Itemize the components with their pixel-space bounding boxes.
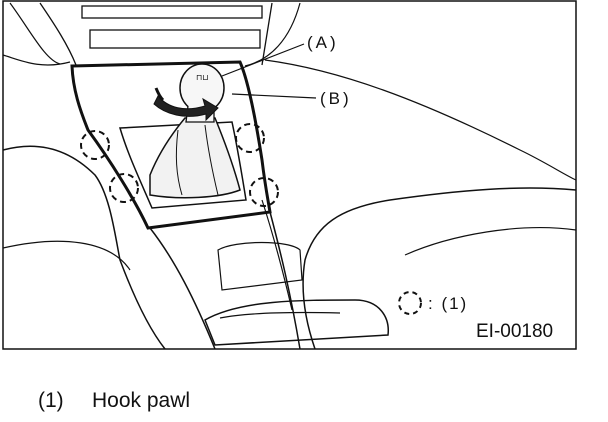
armrest-lid <box>219 311 341 319</box>
hook-pawl-circle-lower-right <box>249 177 279 207</box>
shift-boot <box>149 117 241 199</box>
console-tunnel-left <box>149 227 216 350</box>
shift-boot-fold-2 <box>204 124 219 196</box>
label-a: (A) <box>307 33 339 52</box>
legend-dashed-circle-icon <box>398 291 422 315</box>
leader-line-b <box>231 93 317 99</box>
dash-right-curve <box>264 59 577 181</box>
console-slot-2 <box>89 29 261 49</box>
hook-pawl-circle-upper-left <box>80 130 110 160</box>
caption-number: (1) <box>38 389 64 412</box>
dash-left-panel-2 <box>9 2 61 65</box>
armrest <box>204 299 389 346</box>
rotation-arrow-icon <box>153 95 219 122</box>
console-tunnel-right <box>269 211 301 350</box>
caption-text: Hook pawl <box>92 389 191 412</box>
hook-pawl-circle-lower-left <box>109 173 139 203</box>
console-tunnel-rail <box>261 199 293 311</box>
label-b: (B) <box>320 89 352 108</box>
seat-outline-left-lower <box>2 240 131 271</box>
shift-panel-outer <box>70 60 272 230</box>
console-upper-right-edge <box>261 2 273 66</box>
shift-boot-fold-1 <box>175 129 183 196</box>
hook-pawl-circle-upper-right <box>235 123 265 153</box>
figure-code: EI-00180 <box>476 321 553 342</box>
seat-outline-right-2 <box>404 227 577 256</box>
rotation-arrow-tail <box>154 87 165 102</box>
seat-outline-right <box>302 187 577 350</box>
shift-boot-removal-diagram: ⊓⊔ (A) (B) : (1) EI-00180 <box>2 0 577 350</box>
leader-line-a <box>221 43 305 77</box>
armrest-bracket <box>217 241 303 291</box>
console-slot-1 <box>81 5 263 19</box>
dash-left-panel <box>2 54 71 66</box>
console-upper-left-edge <box>39 2 77 66</box>
figure-frame <box>2 0 577 350</box>
legend-symbol-text: : (1) <box>428 294 468 313</box>
shift-pattern-marks: ⊓⊔ <box>196 73 208 82</box>
shift-knob <box>179 63 225 113</box>
caption: (1) Hook pawl <box>38 389 190 413</box>
seat-outline-left <box>2 145 166 350</box>
